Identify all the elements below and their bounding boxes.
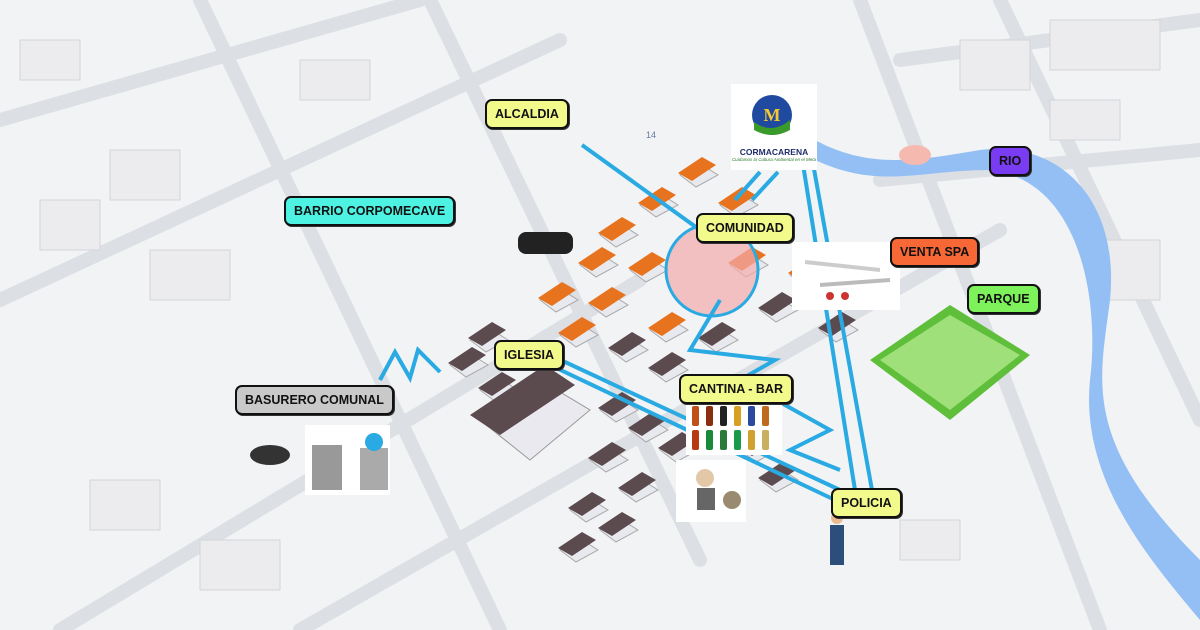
policeman-figure — [830, 512, 844, 565]
house — [558, 532, 599, 563]
label-parque[interactable]: PARQUE — [967, 284, 1040, 314]
blocks — [19, 19, 1161, 591]
label-venta-spa[interactable]: VENTA SPA — [890, 237, 980, 267]
bottle — [706, 406, 713, 426]
street-number: 14 — [646, 130, 657, 140]
label-iglesia[interactable]: IGLESIA — [494, 340, 565, 370]
bottle — [748, 406, 755, 426]
bottle — [720, 406, 727, 426]
bottle — [706, 430, 713, 450]
bottle — [734, 430, 741, 450]
thief-picture — [676, 460, 746, 522]
cormacarena-emblem-icon: M — [752, 95, 792, 135]
cormacarena-logo: M CORMACARENA Cuidamos la Cultura Ambien… — [731, 84, 817, 170]
house — [558, 317, 599, 348]
house — [588, 287, 629, 318]
house — [598, 512, 639, 543]
pig-figure — [899, 145, 931, 165]
label-comunidad[interactable]: COMUNIDAD — [696, 213, 794, 243]
house — [628, 412, 669, 443]
logo-name: CORMACARENA — [739, 147, 809, 157]
dog-figure — [250, 445, 290, 465]
house — [568, 492, 609, 523]
house — [618, 472, 659, 503]
river — [815, 140, 1200, 620]
house — [678, 157, 719, 188]
logo-tagline: Cuidamos la Cultura Ambiental en el Meta — [731, 157, 817, 162]
bottle — [762, 430, 769, 450]
house — [538, 282, 579, 313]
house — [648, 312, 689, 343]
house — [598, 217, 639, 248]
park — [870, 305, 1030, 420]
house — [578, 247, 619, 278]
bottle — [692, 406, 699, 426]
label-basurero[interactable]: BASURERO COMUNAL — [235, 385, 394, 415]
label-alcaldia[interactable]: ALCALDIA — [485, 99, 569, 129]
car-figure — [518, 232, 573, 254]
house — [588, 442, 629, 473]
house — [598, 392, 639, 423]
bottle — [762, 406, 769, 426]
house — [698, 322, 739, 353]
house — [608, 332, 649, 363]
garbage-picture — [305, 425, 390, 495]
bottle — [720, 430, 727, 450]
house — [448, 347, 489, 378]
label-policia[interactable]: POLICIA — [831, 488, 902, 518]
house — [648, 352, 689, 383]
bottles-picture — [686, 400, 782, 455]
label-cantina[interactable]: CANTINA - BAR — [679, 374, 793, 404]
bottle — [734, 406, 741, 426]
label-rio[interactable]: RIO — [989, 146, 1032, 176]
bottle — [692, 430, 699, 450]
church-building — [470, 365, 591, 461]
drugs-picture — [792, 242, 900, 310]
svg-text:M: M — [764, 105, 781, 125]
label-barrio[interactable]: BARRIO CORPOMECAVE — [284, 196, 456, 226]
bottle — [748, 430, 755, 450]
